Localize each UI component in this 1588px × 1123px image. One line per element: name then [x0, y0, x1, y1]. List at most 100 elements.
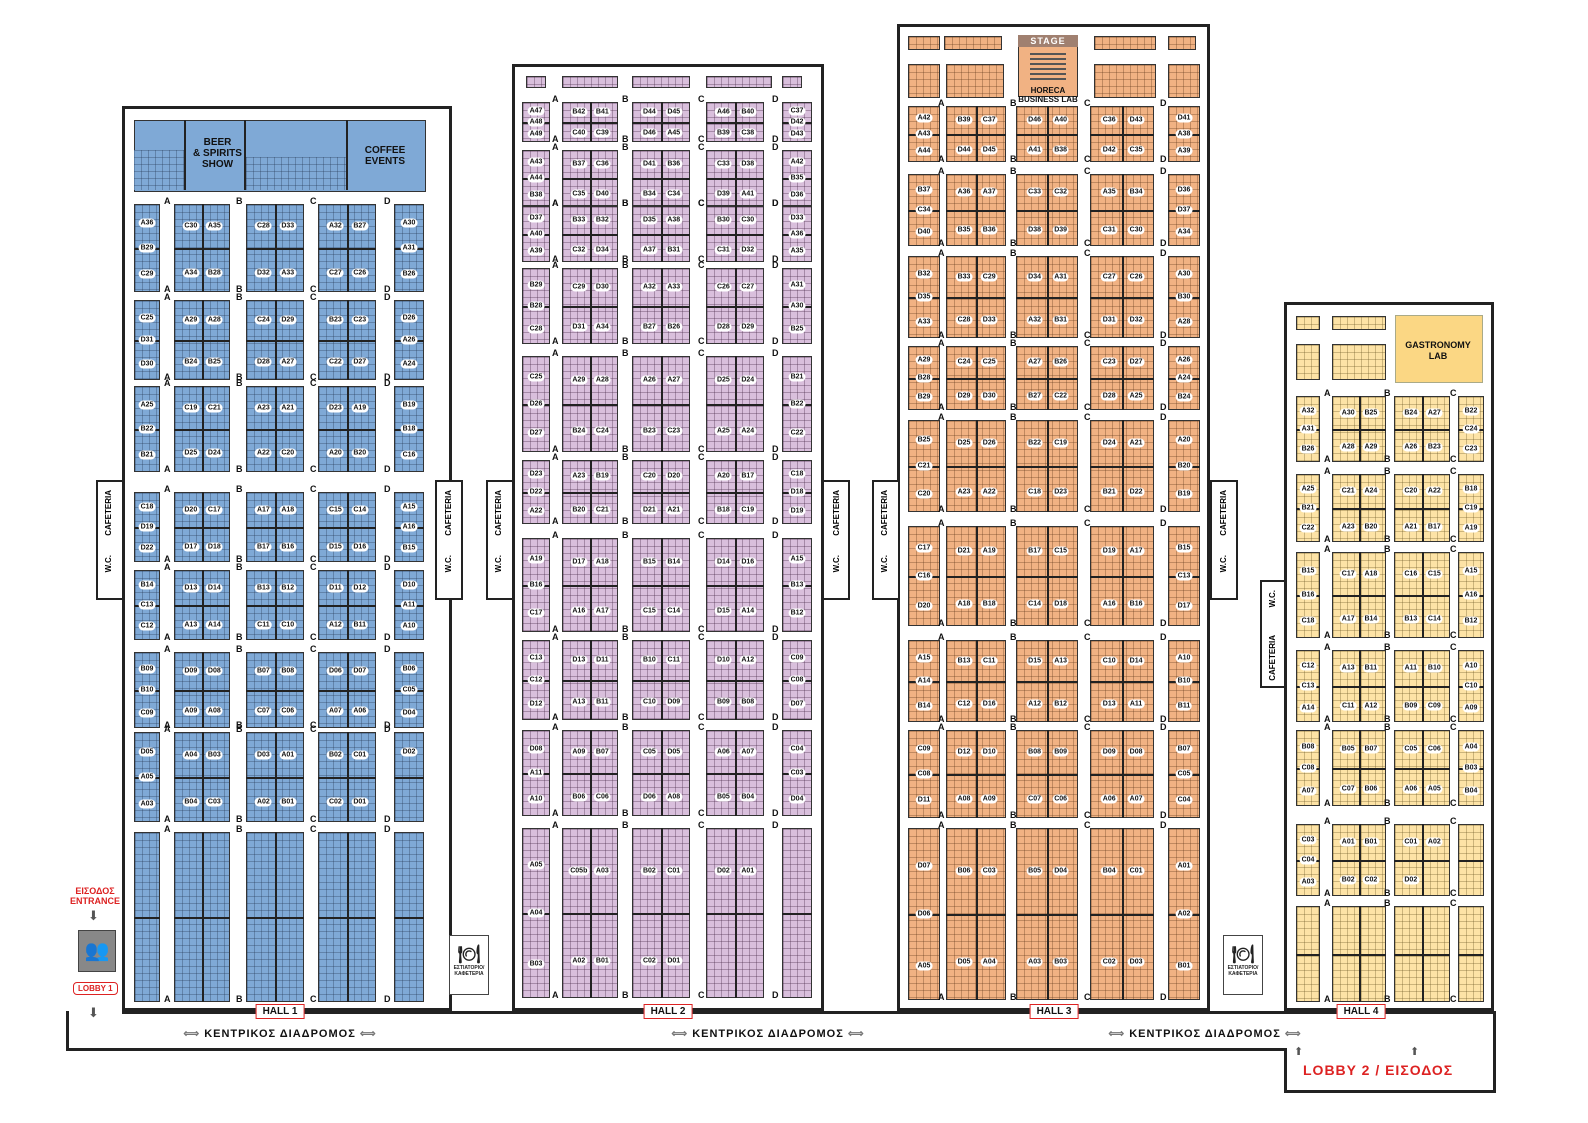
booth-label[interactable]: D02 [400, 747, 418, 757]
booth-label[interactable]: A02 [570, 956, 588, 966]
booth-label[interactable]: D41 [1175, 113, 1193, 123]
booth-label[interactable]: C09 [1425, 701, 1443, 711]
booth-label[interactable]: B11 [594, 697, 611, 707]
booth-label[interactable]: C11 [1339, 701, 1357, 711]
booth-label[interactable]: C13 [138, 600, 156, 610]
booth-label[interactable]: A12 [326, 620, 344, 630]
booth-label[interactable]: C06 [279, 706, 297, 716]
booth-label[interactable]: A01 [739, 866, 757, 875]
booth-label[interactable]: A03 [138, 799, 156, 809]
booth-label[interactable]: C07 [254, 706, 272, 716]
booth-label[interactable]: C24 [955, 357, 973, 367]
booth-label[interactable]: B01 [1362, 837, 1380, 847]
booth-label[interactable]: A07 [1127, 794, 1145, 804]
booth-label[interactable]: B12 [788, 608, 806, 618]
booth-label[interactable]: D02 [714, 866, 732, 875]
booth-label[interactable]: C21 [1339, 486, 1357, 496]
booth-label[interactable]: A23 [254, 403, 272, 412]
booth-label[interactable]: D01 [665, 956, 683, 966]
booth-label[interactable]: B16 [527, 580, 545, 590]
booth-label[interactable]: C07 [1026, 794, 1044, 804]
booth-label[interactable]: A49 [527, 129, 545, 139]
restaurant-cafeteria-1[interactable]: 🍽 ΕΣΤΙΑΤΟΡΙΟ/ ΚΑΦΕΤΕΡΙΑ [449, 935, 489, 995]
booth-label[interactable]: D17 [570, 557, 588, 566]
booth-label[interactable]: B04 [739, 792, 757, 802]
booth-label[interactable]: A45 [665, 128, 683, 138]
booth-label[interactable]: C35 [1127, 145, 1145, 155]
booth-label[interactable]: A34 [1175, 227, 1193, 237]
booth-label[interactable]: D12 [351, 583, 369, 592]
booth-label[interactable]: B13 [788, 580, 806, 590]
booth-label[interactable]: C10 [1462, 681, 1480, 691]
booth-label[interactable]: B38 [1052, 145, 1070, 155]
booth-label[interactable]: D31 [570, 322, 588, 332]
booth-label[interactable]: D12 [955, 747, 973, 757]
booth-label[interactable]: C13 [1299, 681, 1317, 691]
booth-label[interactable]: C04 [1299, 855, 1317, 865]
booth-label[interactable]: D11 [594, 655, 611, 665]
booth-label[interactable]: D20 [915, 601, 933, 611]
booth-label[interactable]: A18 [279, 505, 297, 514]
booth-label[interactable]: D29 [279, 315, 297, 325]
booth-label[interactable]: B08 [739, 697, 757, 707]
booth-label[interactable]: C10 [640, 697, 658, 707]
booth-label[interactable]: A39 [527, 246, 545, 256]
booth-label[interactable]: B20 [351, 448, 369, 458]
booth-label[interactable]: A40 [1052, 115, 1070, 125]
booth-label[interactable]: D10 [400, 580, 418, 590]
booth-label[interactable]: C03 [788, 768, 806, 778]
booth-label[interactable]: D42 [1100, 145, 1118, 155]
booth-label[interactable]: A07 [326, 706, 344, 716]
booth-label[interactable]: B19 [1175, 489, 1193, 499]
booth-label[interactable]: D19 [1100, 546, 1118, 556]
booth-label[interactable]: C35 [570, 189, 588, 199]
booth-label[interactable]: D15 [326, 542, 344, 552]
booth-label[interactable]: D23 [1052, 487, 1070, 497]
booth-label[interactable]: D32 [739, 245, 757, 255]
booth-label[interactable]: B10 [640, 655, 658, 665]
booth-label[interactable]: A04 [182, 750, 200, 759]
booth-label[interactable]: D36 [1175, 185, 1193, 195]
booth-label[interactable]: D45 [665, 107, 683, 117]
booth-label[interactable]: B34 [640, 189, 658, 199]
booth-label[interactable]: D18 [205, 542, 223, 552]
booth-label[interactable]: B26 [400, 269, 418, 279]
booth-label[interactable]: C02 [1100, 957, 1118, 967]
booth-label[interactable]: B17 [1425, 522, 1443, 532]
booth-label[interactable]: D19 [138, 522, 156, 532]
booth-label[interactable]: D39 [714, 189, 732, 199]
booth-label[interactable]: A14 [205, 620, 223, 630]
booth-label[interactable]: A31 [1299, 424, 1317, 434]
booth-label[interactable]: D25 [182, 448, 200, 458]
booth-label[interactable]: B05 [714, 792, 732, 802]
booth-label[interactable]: B26 [1052, 357, 1070, 367]
booth-label[interactable]: A47 [527, 106, 545, 116]
booth-label[interactable]: D30 [593, 282, 611, 292]
booth-label[interactable]: D22 [138, 543, 156, 553]
booth-label[interactable]: B14 [915, 701, 933, 711]
booth-label[interactable]: D05 [138, 747, 156, 757]
booth-label[interactable]: B13 [1402, 614, 1420, 624]
booth-label[interactable]: B29 [138, 243, 156, 253]
booth-label[interactable]: D24 [205, 448, 223, 458]
booth-label[interactable]: B09 [714, 697, 732, 707]
booth-label[interactable]: D08 [527, 744, 545, 754]
booth-label[interactable]: A04 [1462, 742, 1480, 752]
booth-label[interactable]: B09 [1402, 701, 1420, 711]
booth-label[interactable]: C15 [1425, 569, 1443, 578]
booth-label[interactable]: B20 [1175, 461, 1193, 471]
booth-label[interactable]: C16 [915, 571, 933, 581]
booth-label[interactable]: C21 [205, 403, 223, 412]
booth-label[interactable]: B18 [714, 505, 732, 515]
booth-label[interactable]: C25 [980, 357, 998, 367]
booth-label[interactable]: D18 [1052, 599, 1070, 609]
booth-label[interactable]: B27 [640, 322, 658, 332]
booth-label[interactable]: D16 [351, 542, 369, 552]
booth-label[interactable]: C12 [138, 621, 156, 631]
booth-label[interactable]: C01 [1402, 837, 1420, 847]
booth-label[interactable]: B37 [915, 185, 933, 195]
booth-label[interactable]: B24 [570, 426, 588, 436]
booth-label[interactable]: C20 [915, 489, 933, 499]
booth-label[interactable]: C02 [326, 797, 344, 807]
booth-label[interactable]: D09 [1100, 747, 1118, 757]
